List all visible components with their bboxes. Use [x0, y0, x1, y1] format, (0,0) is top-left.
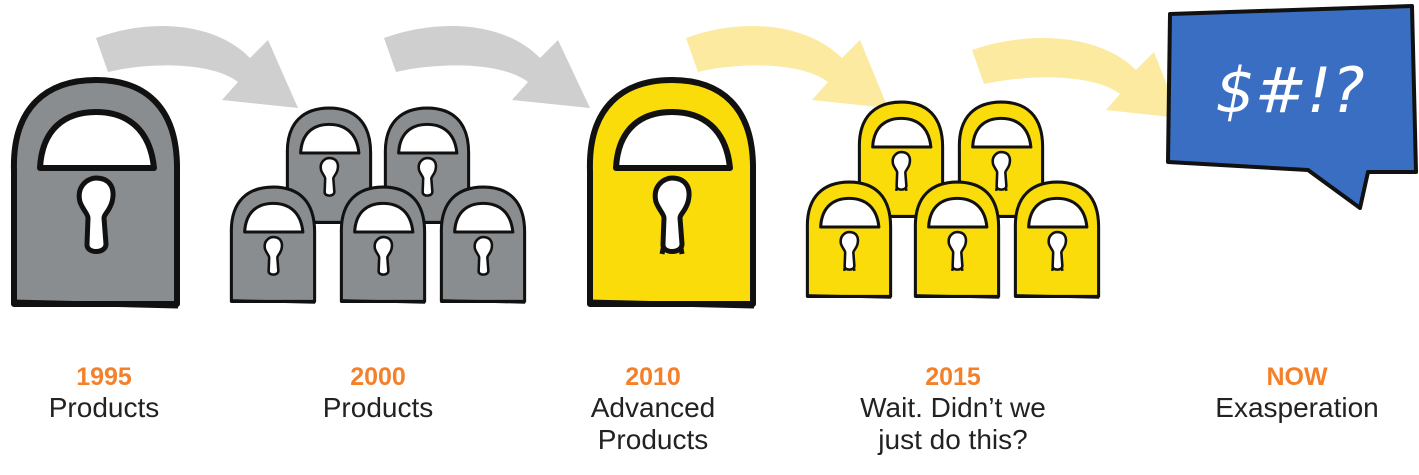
timeline-caption-now: NOW Exasperation	[1187, 362, 1407, 424]
curved-arrow-icon	[686, 26, 888, 108]
caption-year: 1995	[76, 363, 132, 391]
curved-arrow-icon	[384, 26, 590, 108]
speech-bubble-icon: $#!?	[1166, 4, 1418, 210]
timeline-caption-1995: 1995 Products	[0, 362, 214, 424]
caption-desc: Products	[48, 392, 160, 423]
caption-desc: Products	[322, 392, 434, 423]
caption-desc: just do this?	[878, 424, 1028, 455]
padlock-icon	[804, 180, 893, 299]
timeline-caption-2015: 2015 Wait. Didn’t we just do this?	[843, 362, 1063, 456]
padlock-icon	[12, 80, 178, 306]
padlock-icon	[438, 185, 527, 304]
caption-year: 2010	[625, 363, 681, 391]
caption-desc: Exasperation	[1215, 392, 1379, 423]
padlock-icon	[338, 185, 427, 304]
padlock-group	[228, 106, 527, 304]
caption-year: 2015	[925, 363, 981, 391]
padlock-icon	[588, 80, 754, 306]
timeline-caption-2000: 2000 Products	[268, 362, 488, 424]
timeline-caption-2010: 2010 Advanced Products	[543, 362, 763, 456]
caption-year: NOW	[1266, 363, 1328, 391]
padlock-icon	[912, 180, 1001, 299]
caption-desc: Wait. Didn’t we	[860, 392, 1046, 423]
bubble-text: $#!?	[1215, 54, 1364, 127]
caption-year: 2000	[350, 363, 406, 391]
curved-arrow-icon	[972, 38, 1180, 118]
padlock-group	[804, 100, 1101, 299]
curved-arrow-icon	[96, 26, 298, 108]
padlock-icon	[1012, 180, 1101, 299]
caption-desc: Products	[597, 424, 709, 455]
caption-desc: Advanced	[590, 392, 716, 423]
padlock-icon	[228, 185, 317, 304]
